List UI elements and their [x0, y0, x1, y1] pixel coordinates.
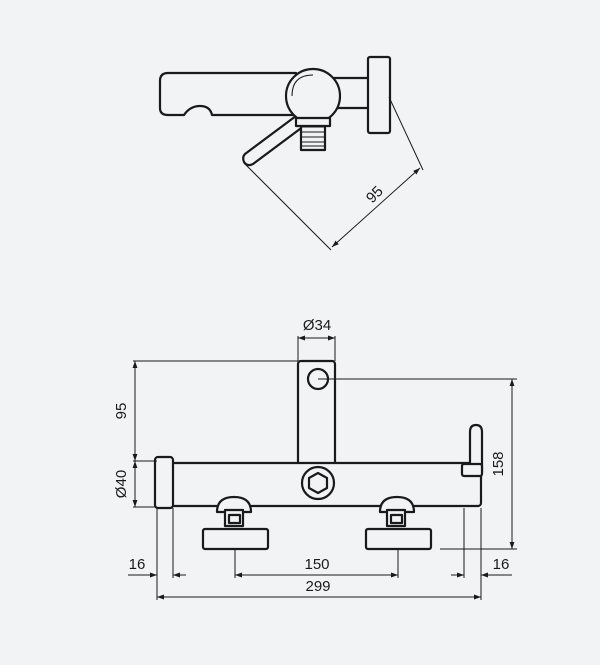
top-view-wall-rose — [366, 55, 392, 135]
dim-label-front-95: 95 — [113, 403, 130, 420]
dim-label-299: 299 — [305, 578, 330, 595]
front-view-outlet-nut-circle — [300, 465, 336, 501]
dim-label-d34: Ø34 — [303, 317, 331, 334]
top-view-spout — [158, 71, 298, 117]
top-view: 95 — [158, 55, 424, 251]
dim-label-right-16: 16 — [493, 556, 510, 573]
dim-label-158: 158 — [490, 451, 507, 476]
dim-label-top-95: 95 — [363, 183, 387, 207]
dim-label-left-16: 16 — [129, 556, 146, 573]
front-view-outlet-nut — [307, 471, 329, 495]
front-view-lever — [468, 423, 484, 474]
front-view: Ø34 95 Ø40 158 16 150 16 — [113, 317, 517, 600]
front-view-left-rose — [201, 527, 270, 551]
dim-line-top-95 — [331, 167, 421, 248]
dim-label-d40: Ø40 — [113, 470, 130, 498]
dim-label-150: 150 — [304, 556, 329, 573]
front-view-left-cap — [153, 455, 175, 510]
front-view-right-rose — [364, 527, 433, 551]
front-view-right-nut — [389, 513, 404, 525]
front-view-left-nut — [227, 513, 242, 525]
top-view-body-ring — [284, 67, 342, 125]
top-view-lever — [242, 108, 314, 167]
